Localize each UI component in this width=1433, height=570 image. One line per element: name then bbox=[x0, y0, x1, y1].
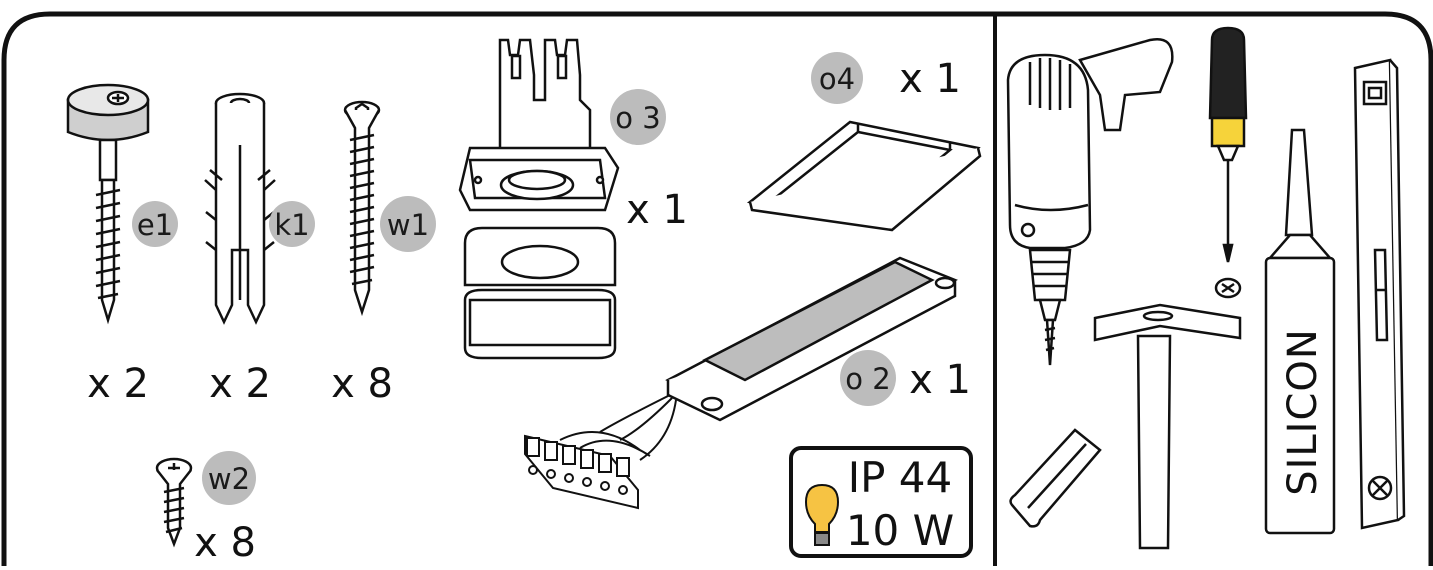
badge-e1 bbox=[132, 201, 178, 247]
badge-w1 bbox=[380, 196, 436, 252]
label-o4: o4 bbox=[819, 62, 855, 96]
qty-o4: x 1 bbox=[899, 56, 961, 102]
qty-e1: x 2 bbox=[87, 361, 149, 407]
hammer-icon bbox=[1093, 303, 1242, 550]
silicone-cartridge-icon bbox=[1264, 128, 1336, 535]
qty-k1: x 2 bbox=[209, 361, 271, 407]
frame-plate-icon bbox=[746, 120, 982, 232]
screwdriver-icon bbox=[1208, 26, 1248, 299]
wall-plug-anchor-icon bbox=[204, 92, 276, 325]
badge-o4 bbox=[811, 52, 863, 104]
label-e1: e1 bbox=[137, 208, 173, 242]
drill-icon bbox=[1006, 38, 1174, 366]
badge-o2 bbox=[840, 350, 896, 406]
badge-w2 bbox=[202, 451, 256, 505]
label-k1: k1 bbox=[274, 208, 309, 242]
hex-key-icon bbox=[1009, 428, 1102, 528]
lightbulb-icon bbox=[804, 483, 840, 546]
small-phillips-screw-icon bbox=[155, 457, 193, 548]
qty-o2: x 1 bbox=[909, 357, 971, 403]
spirit-level-icon bbox=[1353, 58, 1406, 530]
spec-ip: IP 44 bbox=[848, 453, 953, 502]
led-driver-icon bbox=[665, 256, 958, 422]
hex-socket-screw-icon bbox=[343, 100, 381, 317]
wood-screw-with-cap-icon bbox=[66, 83, 150, 325]
label-w1: w1 bbox=[387, 208, 429, 242]
outer-frame bbox=[1, 11, 1433, 566]
spec-power: 10 W bbox=[846, 506, 954, 555]
label-o2: o 2 bbox=[845, 362, 890, 396]
terminal-block-icon bbox=[524, 394, 677, 510]
label-w2: w2 bbox=[208, 462, 250, 496]
qty-o3: x 1 bbox=[626, 187, 688, 233]
silicon-label: SILICON bbox=[1280, 328, 1326, 496]
badge-k1 bbox=[269, 201, 315, 247]
qty-w1: x 8 bbox=[331, 361, 393, 407]
qty-w2: x 8 bbox=[194, 520, 256, 566]
spec-box bbox=[789, 446, 973, 558]
mounting-bracket-icon bbox=[458, 38, 620, 360]
label-o3: o 3 bbox=[615, 101, 660, 135]
badge-o3 bbox=[610, 89, 666, 145]
